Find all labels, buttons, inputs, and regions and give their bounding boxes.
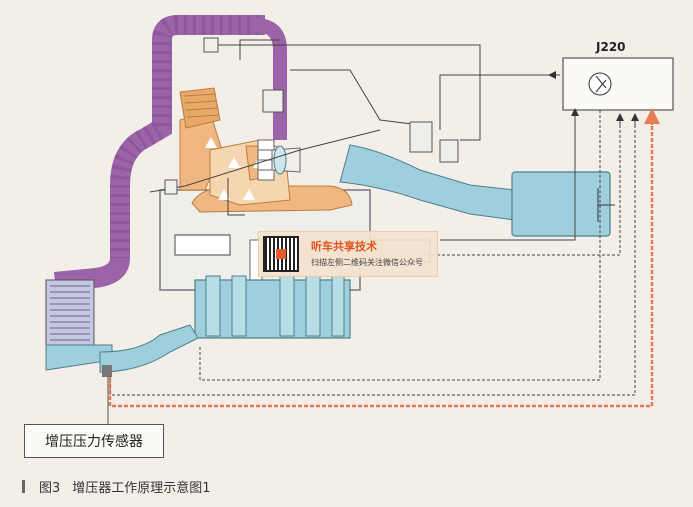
exhaust-pipe [54, 15, 287, 292]
figure-caption: 图3 增压器工作原理示意图1 [22, 476, 211, 496]
sensor-label-text: 增压压力传感器 [45, 434, 143, 450]
exhaust-manifold [179, 87, 353, 213]
air-filter [339, 144, 615, 237]
ecu-label: J220 [596, 40, 626, 54]
ecu-j220 [562, 57, 674, 111]
caption-figure-number: 图3 [39, 480, 61, 496]
boost-pressure-sensor-label: 增压压力传感器 [24, 424, 164, 458]
watermark-subtitle: 扫描左侧二维码关注微信公众号 [311, 258, 423, 267]
charge-air-pipe [99, 324, 199, 377]
caption-title: 增压器工作原理示意图1 [72, 480, 211, 496]
caption-bar-icon [22, 479, 25, 493]
wastegate-valve [164, 37, 459, 195]
watermark-card[interactable]: 听车共享技术 扫描左侧二维码关注微信公众号 [258, 231, 438, 277]
qr-code-icon[interactable] [263, 236, 299, 272]
intake-manifold [194, 275, 351, 339]
turbocharger-diagram [45, 15, 674, 424]
turbo-housing [257, 139, 301, 181]
boost-signal-line [108, 108, 660, 408]
intercooler [45, 279, 113, 371]
watermark-title: 听车共享技术 [311, 240, 377, 253]
